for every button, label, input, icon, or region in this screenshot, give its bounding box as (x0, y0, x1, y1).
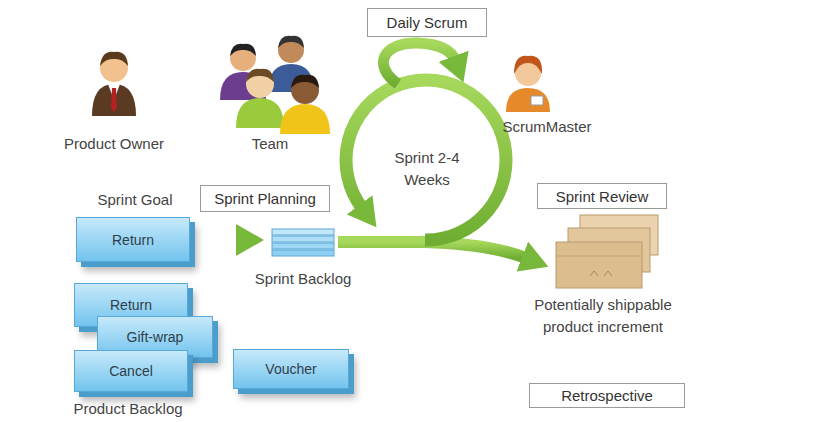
goal-label: Sprint Goal (75, 189, 195, 211)
event-box: Daily Scrum (367, 8, 487, 37)
sprint-backlog-stack (272, 229, 334, 256)
sprint-label: Sprint 2-4 Weeks (382, 147, 472, 191)
event-box: Retrospective (529, 383, 685, 408)
team-icon (220, 36, 330, 134)
product-owner-icon (92, 52, 136, 116)
node-text: Daily Scrum (387, 14, 468, 31)
sprint-cycle-arrow (192, 43, 526, 258)
increment-label: Potentially shippable product increment (521, 294, 686, 338)
artifact-label: Sprint Backlog (238, 268, 368, 290)
node-text: Sprint Review (556, 188, 649, 205)
backlog-item: Cancel (74, 350, 188, 392)
scrummaster-icon (506, 56, 550, 112)
node-text: Return (110, 297, 152, 313)
backlog-item: Return (76, 217, 190, 262)
node-text: Voucher (265, 361, 316, 377)
role-label: Team (220, 133, 320, 155)
node-text: Retrospective (561, 387, 653, 404)
node-text: Sprint Planning (214, 190, 316, 207)
event-box: Sprint Planning (200, 185, 330, 212)
artifact-label: Product Backlog (58, 398, 198, 420)
role-label: ScrumMaster (482, 116, 612, 138)
event-box: Sprint Review (537, 183, 667, 209)
role-label: Product Owner (44, 133, 184, 155)
node-text: Cancel (109, 363, 153, 379)
shippable-boxes (556, 215, 658, 288)
node-text: Return (112, 232, 154, 248)
node-text: Gift-wrap (127, 329, 184, 345)
backlog-item: Voucher (233, 349, 349, 389)
